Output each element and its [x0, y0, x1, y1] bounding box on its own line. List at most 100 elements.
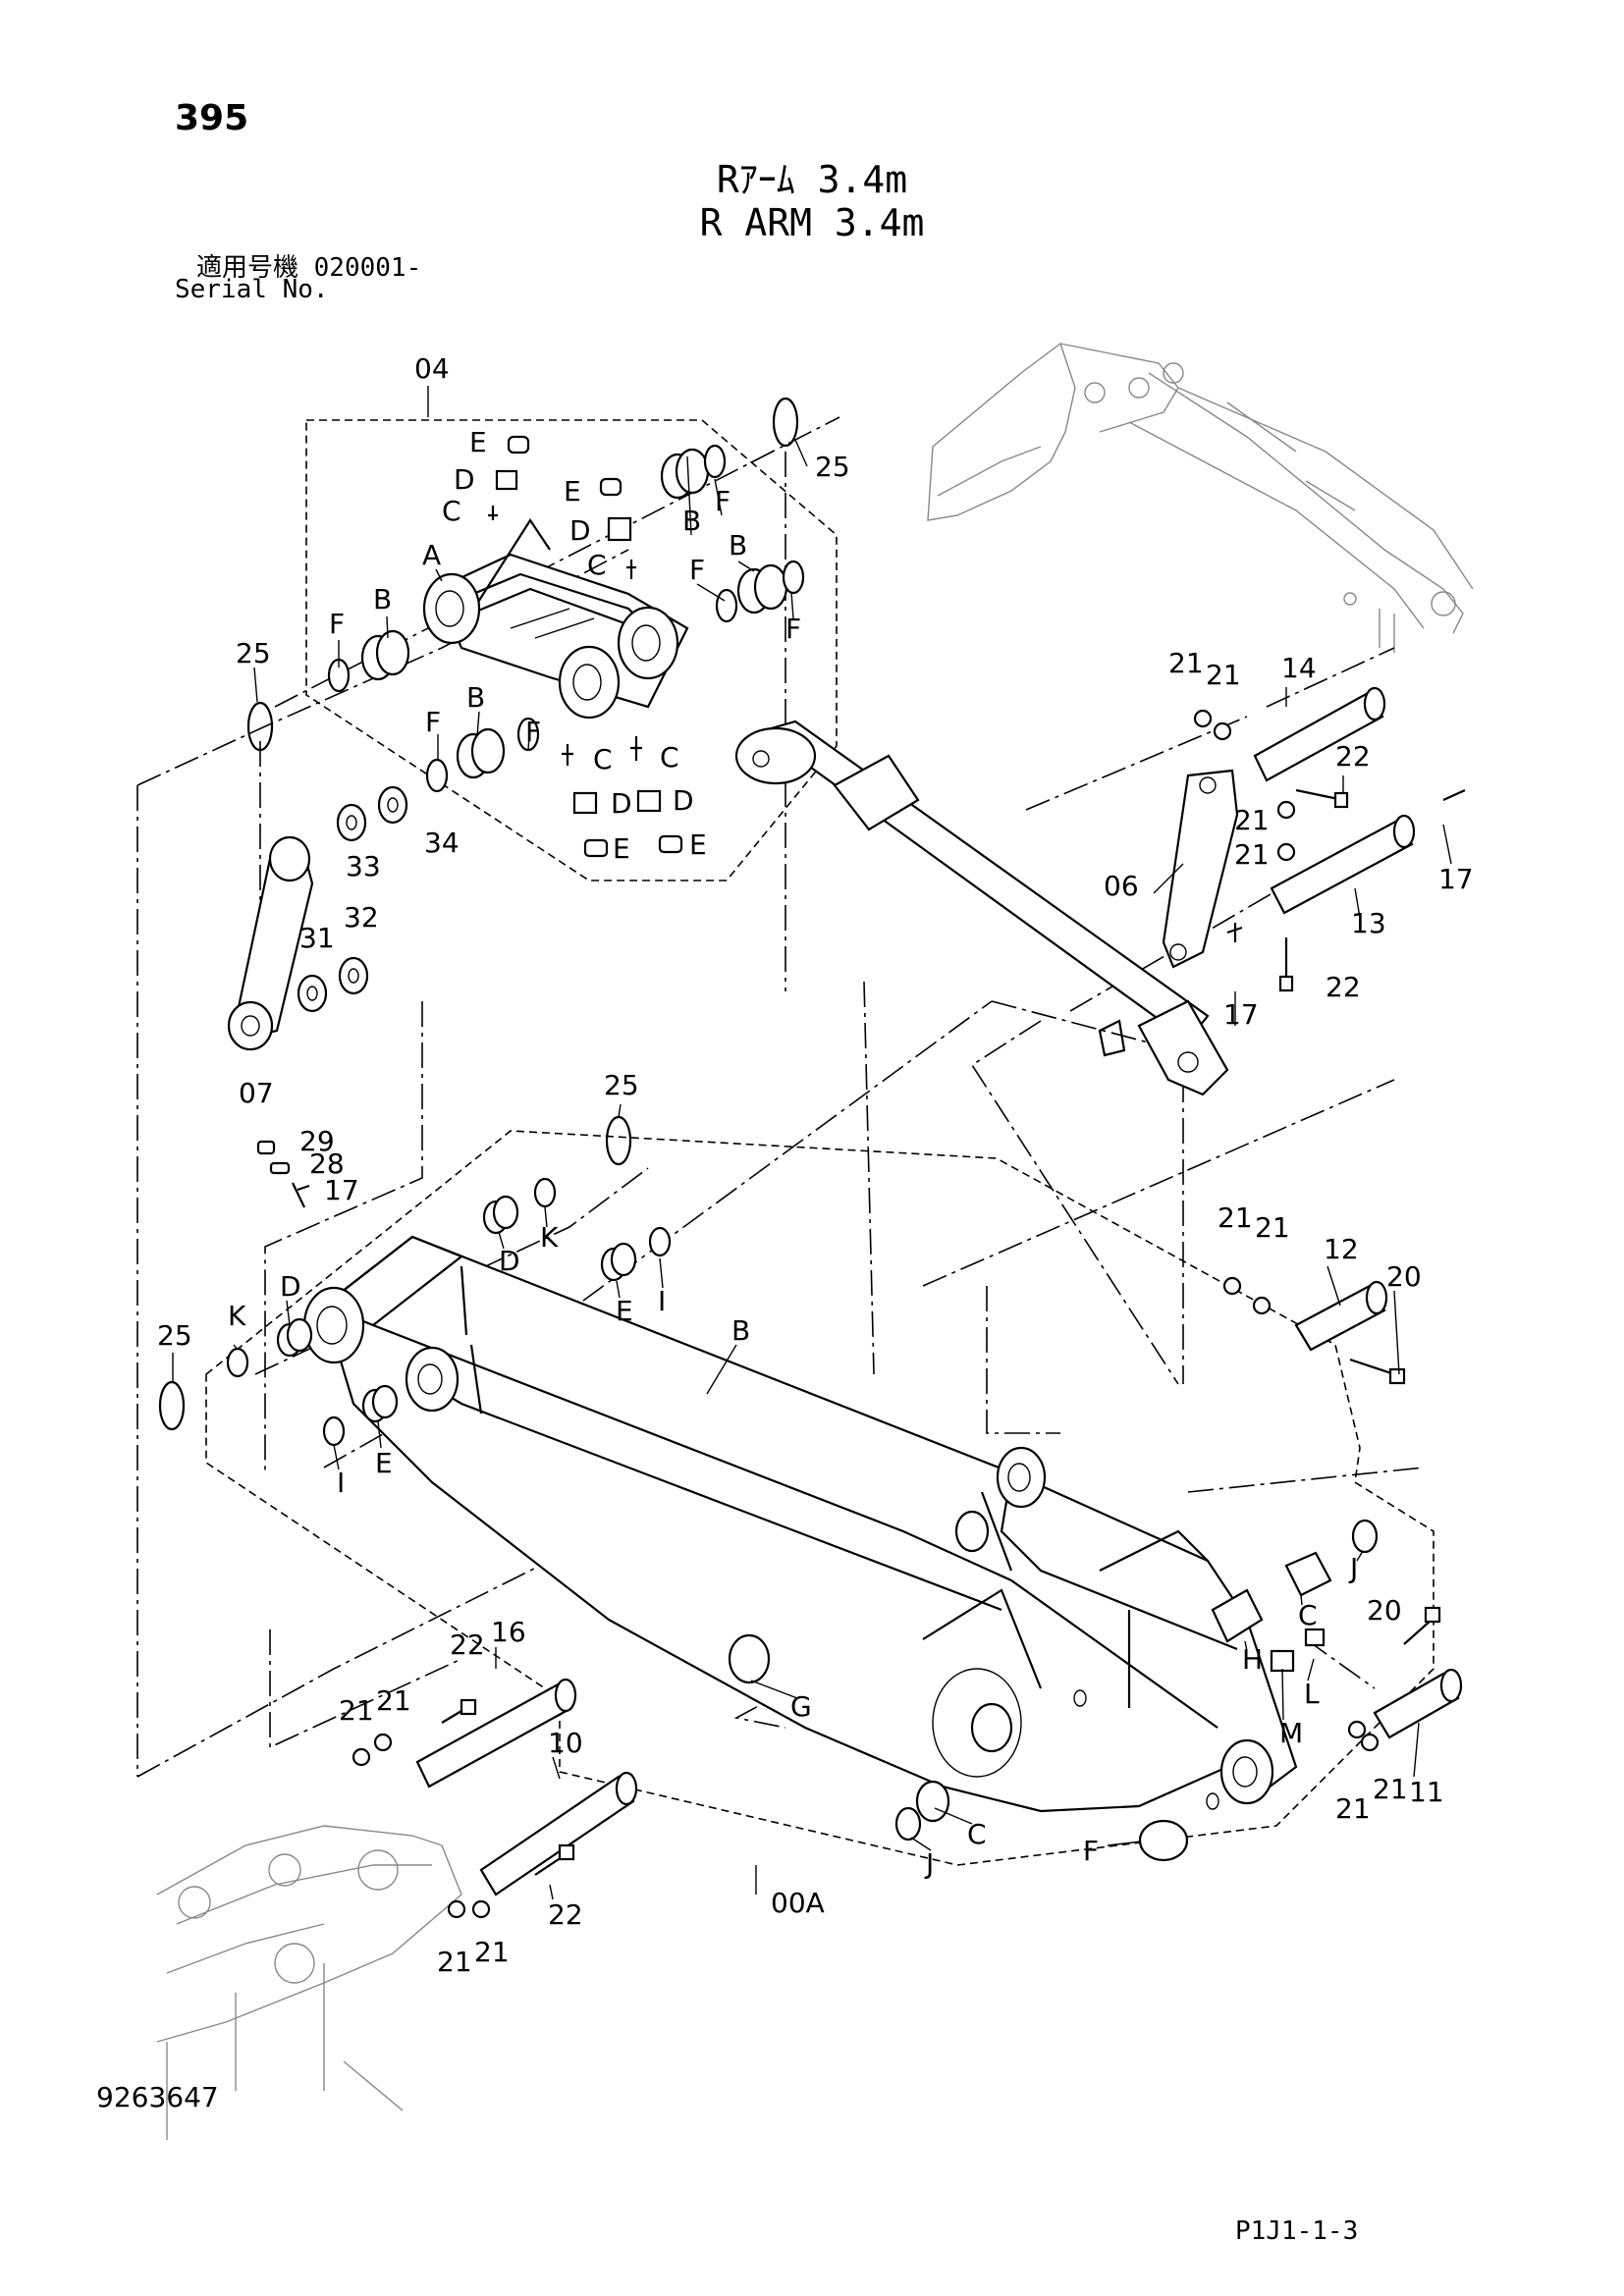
callout-32: 32 [344, 901, 379, 934]
serial-label-english: Serial No. [175, 275, 329, 304]
callout-21: 21 [437, 1946, 472, 1978]
callout-D: D [280, 1270, 301, 1303]
callout-A: A [422, 539, 441, 571]
callout-J: J [1348, 1552, 1358, 1584]
callout-25: 25 [604, 1069, 639, 1101]
arm-bushings [226, 1177, 1379, 1862]
callout-B: B [373, 583, 392, 615]
callout-E: E [469, 426, 487, 458]
assembly-frame-04 [305, 419, 838, 881]
callout-J: J [924, 1847, 934, 1880]
callout-29: 29 [299, 1125, 335, 1157]
callout-22: 22 [548, 1898, 583, 1931]
pin-13 [1226, 788, 1466, 992]
callout-D: D [454, 463, 475, 496]
callout-33: 33 [346, 850, 381, 882]
callout-04: 04 [414, 352, 450, 385]
callout-14: 14 [1281, 652, 1317, 684]
boom-context-sketch [156, 1825, 462, 2140]
callout-C: C [593, 743, 613, 775]
callout-E: E [613, 832, 630, 865]
link-assembly-04 [422, 517, 689, 720]
callout-25: 25 [157, 1319, 192, 1352]
callout-21: 21 [1335, 1792, 1371, 1825]
callout-K: K [540, 1221, 559, 1254]
callout-20: 20 [1386, 1260, 1422, 1293]
callout-K: K [228, 1300, 246, 1332]
callout-17: 17 [1438, 863, 1474, 895]
callout-22: 22 [1335, 740, 1371, 773]
bucket-context-sketch [927, 342, 1474, 653]
callout-G: G [790, 1690, 812, 1723]
callout-D: D [569, 514, 591, 547]
callout-F: F [785, 613, 801, 645]
callout-21: 21 [339, 1694, 374, 1727]
grease-fittings [256, 1140, 310, 1208]
bushings-04 [327, 435, 805, 858]
callout-21: 21 [376, 1684, 411, 1717]
callout-F: F [689, 554, 705, 586]
title-english: R ARM 3.4m [699, 201, 925, 244]
callout-F: F [525, 716, 541, 748]
callout-F: F [1083, 1835, 1099, 1867]
pin-14 [1193, 686, 1386, 809]
callout-13: 13 [1351, 907, 1386, 939]
callout-21: 21 [1234, 838, 1270, 871]
page-number: 395 [175, 98, 249, 138]
leader-lines [172, 386, 1452, 1900]
callout-11: 11 [1409, 1776, 1444, 1808]
pin-10 [447, 1771, 638, 1919]
callout-28: 28 [309, 1148, 345, 1180]
callout-10: 10 [548, 1727, 583, 1759]
callout-21: 21 [1168, 647, 1204, 679]
callout-I: I [337, 1467, 345, 1499]
callout-21: 21 [474, 1936, 510, 1968]
callout-E: E [689, 828, 707, 861]
callout-21: 21 [1234, 804, 1270, 836]
callout-17: 17 [324, 1174, 359, 1206]
callout-16: 16 [491, 1616, 526, 1648]
callout-B: B [731, 1314, 750, 1347]
arm-body [302, 1235, 1298, 1813]
callout-25: 25 [236, 637, 271, 669]
callout-D: D [673, 784, 694, 817]
callout-22: 22 [450, 1629, 485, 1661]
callout-C: C [967, 1818, 987, 1850]
callout-06: 06 [1104, 870, 1139, 902]
callout-21: 21 [1218, 1201, 1253, 1234]
callout-D: D [611, 787, 632, 820]
callout-12: 12 [1324, 1233, 1359, 1265]
pin-16 [352, 1678, 577, 1789]
shims [297, 785, 408, 1013]
callout-00A: 00A [771, 1887, 825, 1919]
callout-E: E [564, 475, 581, 507]
callout-31: 31 [299, 922, 335, 954]
title-japanese: Rｱｰﾑ 3.4m [716, 158, 908, 201]
link-06 [1162, 769, 1239, 969]
callout-H: H [1242, 1643, 1263, 1676]
callout-C: C [1298, 1599, 1318, 1631]
link-07 [227, 835, 314, 1051]
bucket-cylinder [734, 720, 1229, 1096]
callout-22: 22 [1326, 971, 1361, 1003]
callout-F: F [425, 706, 441, 738]
serial-label-japanese: 適用号機 020001- [196, 253, 422, 283]
callout-F: F [715, 485, 731, 517]
pin-11 [1347, 1606, 1463, 1752]
pin-12 [1222, 1276, 1406, 1385]
callout-07: 07 [239, 1077, 274, 1109]
o-rings-25 [158, 397, 799, 1431]
callout-20: 20 [1367, 1594, 1402, 1627]
page-code: P1J1-1-3 [1235, 2216, 1359, 2246]
callout-B: B [729, 529, 747, 561]
callout-25: 25 [815, 451, 850, 483]
callout-labels: 04 25 25 25 25 E D C A B F E D C B F F B… [157, 352, 1474, 1978]
drawing-number: 9263647 [96, 2081, 219, 2113]
callout-B: B [682, 505, 701, 537]
callout-E: E [616, 1295, 633, 1327]
callout-17: 17 [1223, 998, 1259, 1031]
callout-21: 21 [1255, 1211, 1290, 1244]
callout-21: 21 [1206, 659, 1241, 691]
callout-C: C [660, 741, 679, 774]
